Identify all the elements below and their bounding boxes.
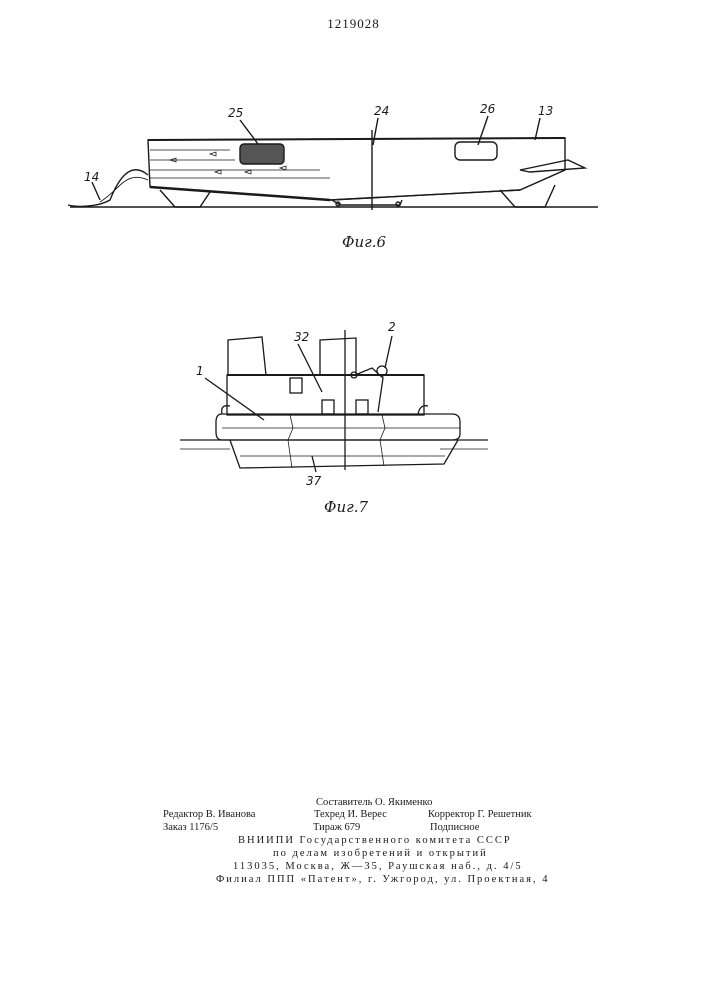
submerged-hull xyxy=(230,440,458,468)
figure-7-caption: Фиг.7 xyxy=(324,498,368,516)
label-1: 1 xyxy=(196,364,204,378)
imprint-subscription: Подписное xyxy=(430,821,479,834)
imprint-org-line1: ВНИИПИ Государственного комитета СССР xyxy=(238,834,512,847)
label-32: 32 xyxy=(294,330,309,344)
seat-right xyxy=(320,338,356,375)
imprint-branch: Филиал ППП «Патент», г. Ужгород, ул. Про… xyxy=(216,873,549,886)
cabin-base xyxy=(227,375,424,415)
label-37: 37 xyxy=(306,474,321,488)
label-2: 2 xyxy=(388,320,396,334)
imprint-tech-editor: Техред И. Верес xyxy=(314,808,387,821)
imprint-address: 113035, Москва, Ж—35, Раушская наб., д. … xyxy=(233,860,523,873)
imprint-circulation: Тираж 679 xyxy=(313,821,360,834)
pontoon xyxy=(216,414,460,440)
imprint-org-line2: по делам изобретений и открытий xyxy=(273,847,488,860)
imprint-editor: Редактор В. Иванова xyxy=(163,808,255,821)
imprint-order: Заказ 1176/5 xyxy=(163,821,218,834)
seat-left xyxy=(228,337,266,375)
imprint-proofreader: Корректор Г. Решетник xyxy=(428,808,532,821)
